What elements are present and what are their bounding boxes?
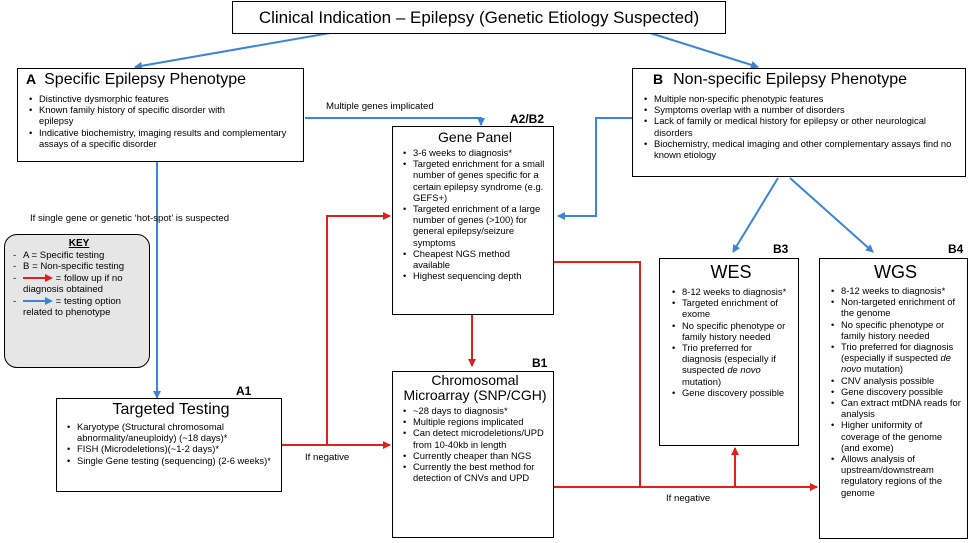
list-item: FISH (Microdeletions)(~1-2 days)* [67,443,277,454]
list-item: No specific phenotype or family history … [831,319,963,341]
list-item: Higher uniformity of coverage of the gen… [831,419,963,453]
wgs-list: 8-12 weeks to diagnosis* Non-targeted en… [830,285,963,498]
gene-panel-title: Gene Panel [438,129,512,145]
key-specific-text: A = Specific testing [23,250,105,261]
box-a-label: A [26,71,37,87]
box-b-label: B [653,71,664,87]
wes-box: WES 8-12 weeks to diagnosis* Targeted en… [659,258,799,446]
wes-title: WES [710,262,752,282]
arrow-top-to-a [134,32,331,70]
list-item: Targeted enrichment of exome [672,297,794,319]
red-arrow-icon [23,274,53,283]
list-item: Distinctive dysmorphic features [29,93,297,104]
list-item: Trio preferred for diagnosis (especially… [672,342,794,387]
list-item: Targeted enrichment of a large number of… [403,203,549,248]
list-item: 8-12 weeks to diagnosis* [672,286,794,297]
blue-arrow-icon [23,297,53,306]
key-box: KEY -A = Specific testing -B = Non-speci… [4,234,150,368]
list-item: Lack of family or medical history for ep… [644,115,959,137]
key-option-text: = testing option related to phenotype [23,295,122,319]
specific-phenotype-list: Distinctive dysmorphic features Known fa… [28,93,297,149]
nonspecific-phenotype-list: Multiple non-specific phenotypic feature… [643,93,959,160]
multiple-genes-annotation: Multiple genes implicated [326,101,434,112]
list-item: Can detect microdeletions/UPD from 10-40… [403,427,549,449]
micro-label: B1 [532,356,548,370]
list-item: Gene discovery possible [672,387,794,398]
nonspecific-phenotype-box: B Non-specific Epilepsy Phenotype Multip… [632,68,966,177]
list-item: Multiple regions implicated [403,416,549,427]
gene-panel-list: 3-6 weeks to diagnosis* Targeted enrichm… [402,147,549,282]
targeted-testing-box: Targeted Testing Karyotype (Structural c… [56,398,282,492]
panel-label: A2/B2 [510,112,545,126]
list-item: Trio preferred for diagnosis (especially… [831,341,963,375]
specific-phenotype-box: A Specific Epilepsy Phenotype Distinctiv… [17,68,304,162]
list-item: 3-6 weeks to diagnosis* [403,147,549,158]
list-item: Can extract mtDNA reads for analysis [831,397,963,419]
list-item: Karyotype (Structural chromosomal abnorm… [67,421,277,443]
list-item: 8-12 weeks to diagnosis* [831,285,963,296]
list-item: No specific phenotype or family history … [672,320,794,342]
microarray-title-line1: Chromosomal [431,372,519,388]
microarray-list: ~28 days to diagnosis* Multiple regions … [402,405,549,483]
wgs-title: WGS [874,262,917,282]
wes-label: B3 [773,242,789,256]
microarray-box: Chromosomal Microarray (SNP/CGH) ~28 day… [392,371,554,538]
arrow-b-to-wgs [789,177,874,253]
list-item: Allows analysis of upstream/downstream r… [831,453,963,498]
list-item: Gene discovery possible [831,386,963,397]
arrow-b-to-wes [732,177,779,253]
nonspecific-phenotype-title: Non-specific Epilepsy Phenotype [673,71,908,88]
microarray-title-line2: Microarray (SNP/CGH) [403,387,547,403]
single-gene-annotation: If single gene or genetic ‘hot-spot’ is … [30,213,230,224]
arrow-a-to-panel [305,117,485,126]
key-followup-text: = follow up if no diagnosis obtained [23,272,123,296]
list-item: Non-targeted enrichment of the genome [831,296,963,318]
if-negative-annotation: If negative [305,452,350,463]
specific-phenotype-title: Specific Epilepsy Phenotype [44,71,247,88]
key-title: KEY [68,238,90,249]
arrow-top-to-b [649,32,759,69]
gene-panel-box: Gene Panel 3-6 weeks to diagnosis* Targe… [392,126,554,315]
list-item: Symptoms overlap with a number of disord… [644,104,959,115]
list-item: Cheapest NGS method available [403,248,549,270]
wgs-box: WGS 8-12 weeks to diagnosis* Non-targete… [819,258,968,539]
if-negative-annotation: If negative [666,493,711,504]
key-nonspecific-text: B = Non-specific testing [23,261,125,273]
list-item: ~28 days to diagnosis* [403,405,549,416]
arrow-targeted-to-panel [282,212,391,446]
arrow-b-to-panel [557,117,632,220]
targeted-label: A1 [236,384,252,398]
list-item: Currently the best method for detection … [403,461,549,483]
list-item: Targeted enrichment for a small number o… [403,158,549,203]
list-item: Multiple non-specific phenotypic feature… [644,93,959,104]
clinical-indication-box: Clinical Indication – Epilepsy (Genetic … [232,1,726,34]
list-item: Indicative biochemistry, imaging results… [29,127,297,149]
wes-list: 8-12 weeks to diagnosis* Targeted enrich… [671,286,794,398]
targeted-testing-list: Karyotype (Structural chromosomal abnorm… [66,421,277,466]
list-item: CNV analysis possible [831,375,963,386]
list-item: Known family history of specific disorde… [29,104,254,126]
clinical-indication-title: Clinical Indication – Epilepsy (Genetic … [258,7,700,27]
list-item: Currently cheaper than NGS [403,450,549,461]
wgs-label: B4 [948,242,964,256]
targeted-testing-title: Targeted Testing [112,401,230,418]
list-item: Highest sequencing depth [403,270,549,281]
list-item: Single Gene testing (sequencing) (2-6 we… [67,455,277,466]
list-item: Biochemistry, medical imaging and other … [644,138,959,160]
